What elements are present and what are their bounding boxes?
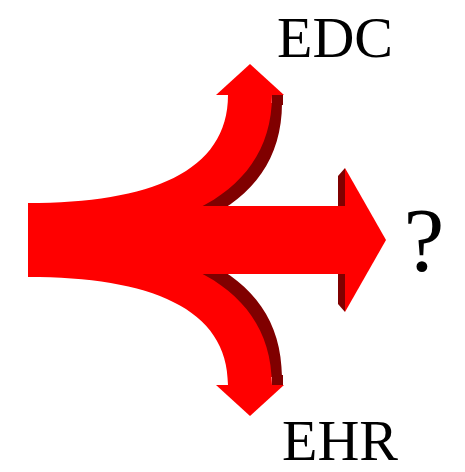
label-text: EDC [277, 9, 393, 67]
arrow-body [28, 64, 386, 416]
arrow-shadow [28, 95, 345, 385]
label-text: ? [404, 194, 445, 286]
label-text: EHR [282, 412, 398, 470]
